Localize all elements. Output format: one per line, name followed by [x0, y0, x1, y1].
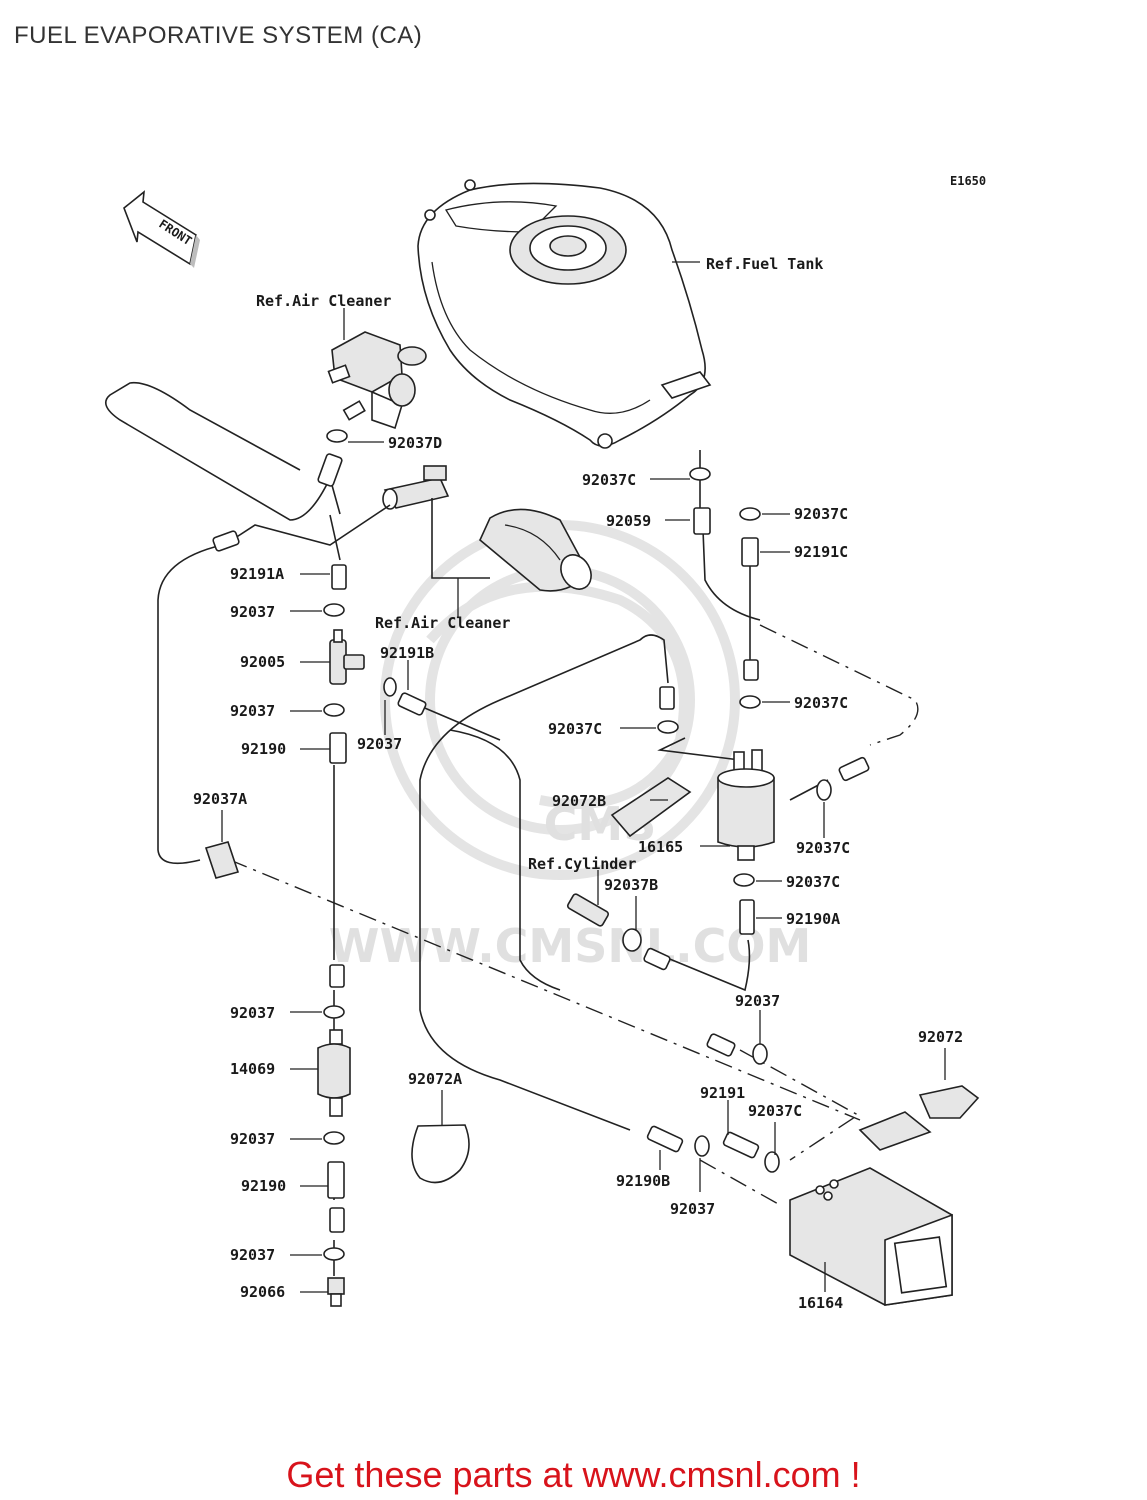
air-cleaner-housing	[327, 331, 427, 430]
label-92005: 92005	[240, 653, 285, 671]
label-16164: 16164	[798, 1294, 843, 1312]
label-ref-cylinder: Ref.Cylinder	[528, 855, 636, 873]
label-ref-air-cleaner-top: Ref.Air Cleaner	[256, 292, 391, 310]
label-92190A: 92190A	[786, 910, 840, 928]
fitting-92066	[327, 1277, 345, 1307]
label-92059: 92059	[606, 512, 651, 530]
label-92037-b: 92037	[230, 702, 275, 720]
hose-tee-fitting	[382, 465, 450, 510]
cylinder-connector	[566, 893, 610, 927]
label-92190B: 92190B	[616, 1172, 670, 1190]
label-92191A: 92191A	[230, 565, 284, 583]
watermark-text: WWW.CMSNL.COM	[329, 919, 812, 973]
hose-clamps	[323, 429, 832, 1261]
bracket-92072B	[610, 777, 692, 838]
clip-92037A	[204, 841, 240, 879]
label-92037C-f: 92037C	[786, 873, 840, 891]
label-92072A: 92072A	[408, 1070, 462, 1088]
label-92191B: 92191B	[380, 644, 434, 662]
label-92037C-b: 92037C	[794, 505, 848, 523]
label-92037C-a: 92037C	[582, 471, 636, 489]
hose-loop-left	[104, 381, 331, 521]
separator-16165	[717, 749, 775, 861]
footer-link[interactable]: Get these parts at www.cmsnl.com !	[286, 1454, 861, 1495]
hose-segments	[212, 453, 870, 1233]
label-92037C-e: 92037C	[796, 839, 850, 857]
label-92037C-g: 92037C	[748, 1102, 802, 1120]
leader-lines	[221, 261, 946, 1293]
label-92190-b: 92190	[241, 1177, 286, 1195]
canister-16164	[789, 1167, 953, 1306]
label-ref-air-cleaner-mid: Ref.Air Cleaner	[375, 614, 510, 632]
fuel-filter-14069	[317, 1029, 351, 1117]
label-92037-a: 92037	[230, 603, 275, 621]
label-92037-f: 92037	[230, 1130, 275, 1148]
label-92037-d: 92037	[735, 992, 780, 1010]
label-92190-a: 92190	[241, 740, 286, 758]
label-92037-h: 92037	[230, 1246, 275, 1264]
label-92066: 92066	[240, 1283, 285, 1301]
label-92037C-d: 92037C	[548, 720, 602, 738]
label-92037C-c: 92037C	[794, 694, 848, 712]
label-92037B: 92037B	[604, 876, 658, 894]
label-ref-fuel-tank: Ref.Fuel Tank	[706, 255, 823, 273]
front-arrow-icon: FRONT	[123, 190, 200, 268]
hose-left-long	[157, 544, 223, 865]
label-92037-c: 92037	[357, 735, 402, 753]
tee-joint-92005	[329, 629, 365, 685]
fuel-tank	[417, 179, 712, 449]
bracket-92072	[858, 1085, 980, 1151]
label-14069: 14069	[230, 1060, 275, 1078]
label-92191C: 92191C	[794, 543, 848, 561]
label-92037A: 92037A	[193, 790, 247, 808]
label-92037D: 92037D	[388, 434, 442, 452]
label-92072: 92072	[918, 1028, 963, 1046]
band-92072A	[411, 1124, 470, 1184]
label-16165: 16165	[638, 838, 683, 856]
label-92037-g: 92037	[670, 1200, 715, 1218]
label-92072B: 92072B	[552, 792, 606, 810]
page-title: FUEL EVAPORATIVE SYSTEM (CA)	[14, 22, 423, 49]
air-cleaner-element	[479, 508, 592, 592]
label-92191: 92191	[700, 1084, 745, 1102]
label-92037-e: 92037	[230, 1004, 275, 1022]
diagram-code: E1650	[950, 174, 986, 188]
